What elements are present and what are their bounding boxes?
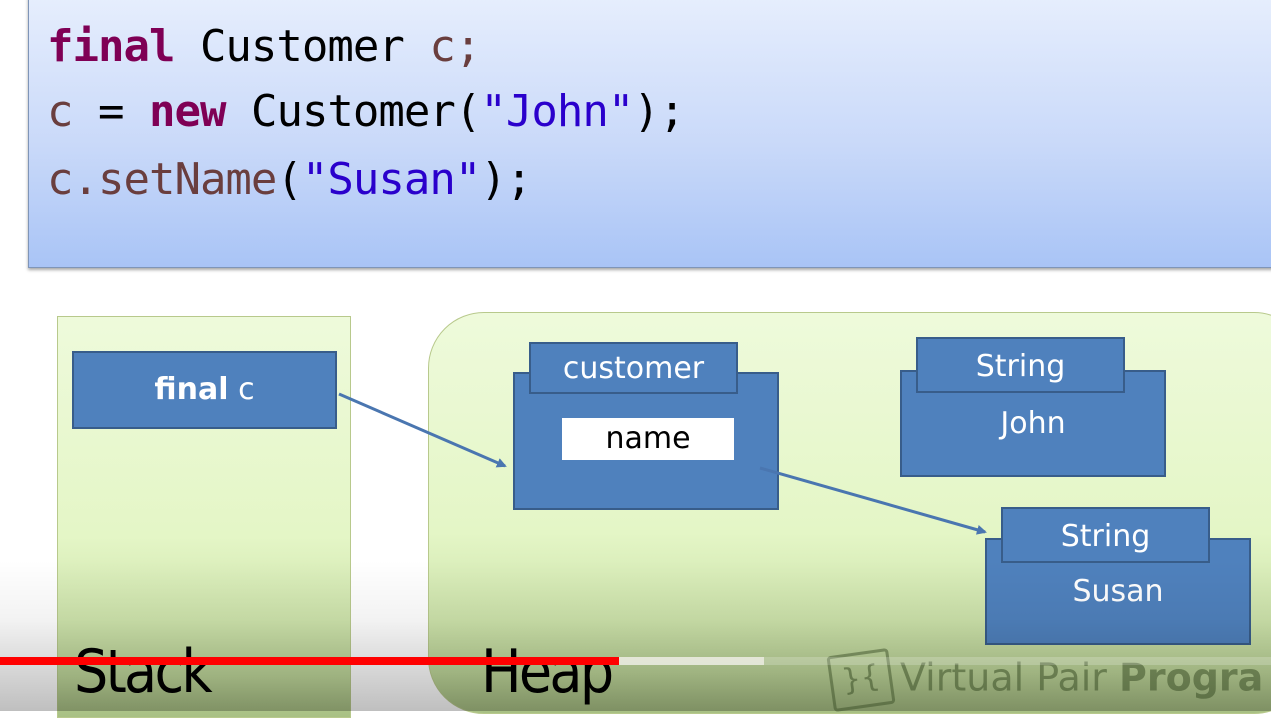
watermark: }{Virtual Pair Progra [826,647,1264,713]
arrow-name-to-susan [759,466,987,535]
variable-modifier: final [154,372,229,407]
code-variable: c [47,86,73,137]
string-type-tab: String [916,337,1125,393]
code-type: Customer( [225,86,481,137]
code-string: "Susan" [301,154,481,205]
stack-variable-box: final c [72,351,337,429]
code-panel: final Customer c; c = new Customer("John… [28,0,1271,268]
code-punct: ); [633,86,685,137]
code-line-2: c = new Customer("John"); [47,86,685,137]
stack-label: Stack [74,637,213,707]
code-line-1: final Customer c; [47,21,481,72]
string-type-tab: String [1001,507,1210,563]
code-string: "John" [480,86,634,137]
watermark-text-bold: Progra [1119,655,1264,700]
code-line-3: c.setName("Susan"); [47,154,532,205]
string-value: Susan [1072,574,1164,609]
heap-label: Heap [481,637,614,707]
code-variable: c [429,21,455,72]
video-played-bar[interactable] [0,657,619,665]
code-punct: ); [480,154,532,205]
code-operator: = [72,86,149,137]
code-keyword: new [148,86,226,137]
variable-name: c [238,372,255,407]
watermark-text: Virtual Pair [900,655,1120,700]
arrow-c-to-customer [338,392,507,468]
customer-type-tab: customer [529,342,738,394]
name-field: name [562,418,734,460]
code-method-call: c.setName [47,154,277,205]
code-punct: ; [454,21,481,72]
customer-object: name [513,372,779,510]
code-type: Customer [174,21,430,72]
string-value: John [1000,406,1066,441]
code-keyword: final [47,21,175,72]
code-punct: ( [276,154,302,205]
